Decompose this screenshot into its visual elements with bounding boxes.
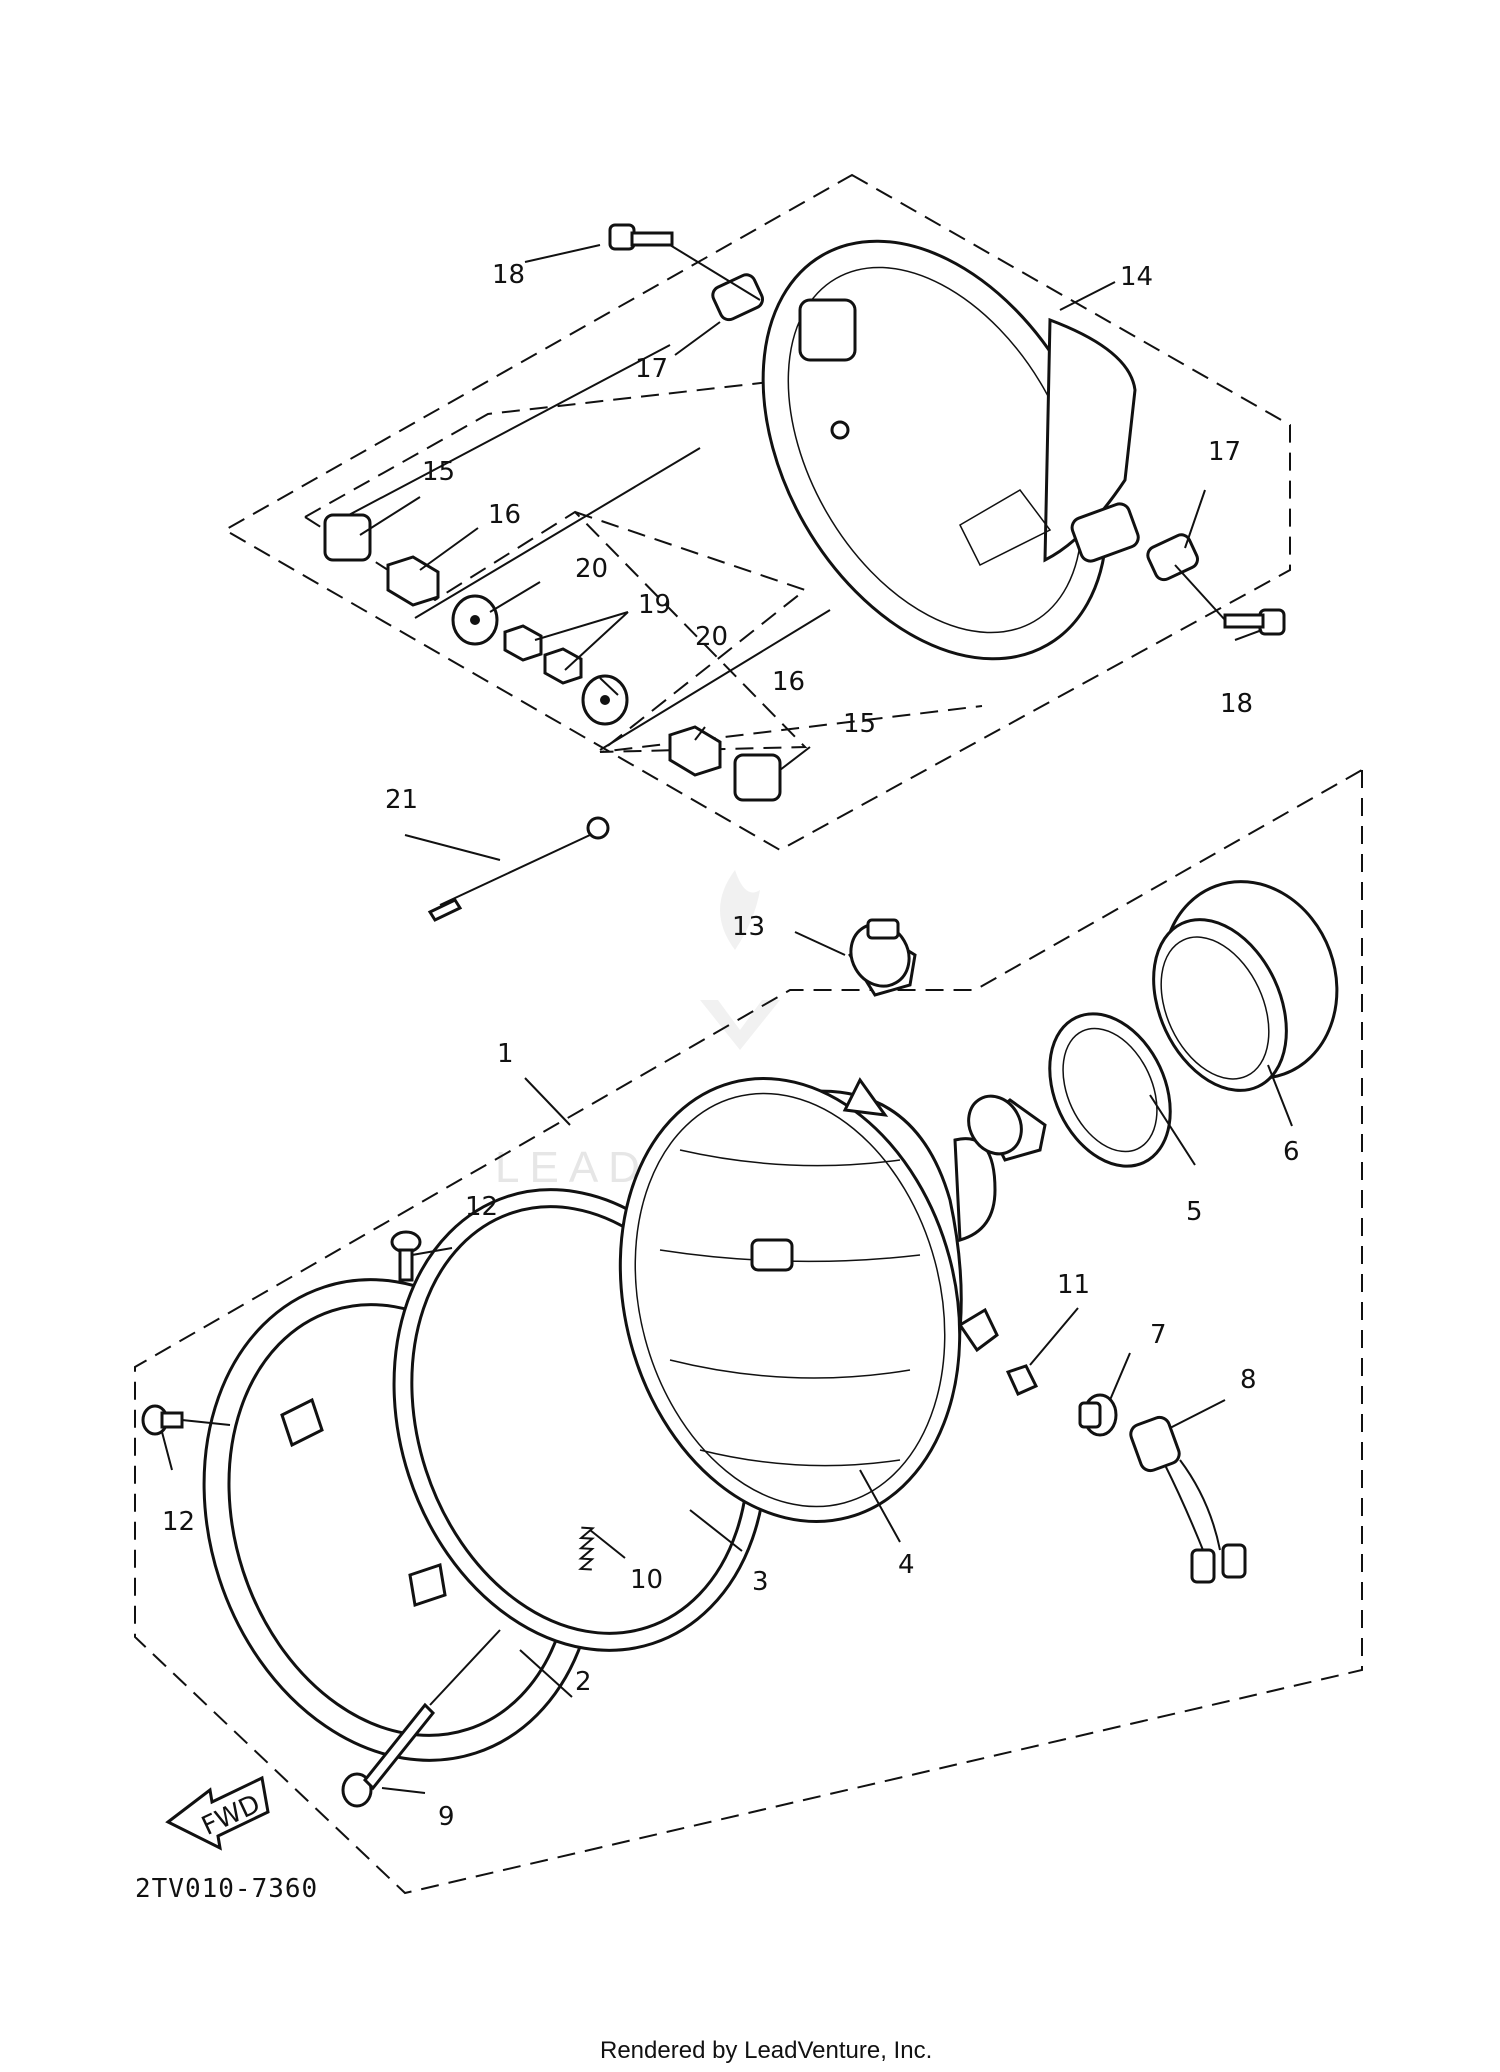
retaining-ring-5	[1048, 1012, 1172, 1168]
bulb-installed	[967, 1094, 1047, 1162]
collar-16-lower	[668, 725, 722, 777]
nut-19-a	[503, 624, 543, 662]
nut-19-b	[543, 647, 583, 685]
leader-19	[534, 611, 629, 671]
damper-15-upper	[323, 513, 372, 562]
callout-12-left: 12	[162, 1507, 195, 1537]
bulb-socket-8	[1129, 1415, 1247, 1584]
callout-18-lower: 18	[1220, 689, 1253, 719]
callout-6: 6	[1283, 1137, 1300, 1167]
callout-20-lower: 20	[695, 622, 728, 652]
screw-9-axis	[429, 1629, 501, 1706]
footer-credit: Rendered by LeadVenture, Inc.	[600, 2037, 932, 2064]
lead-wire-21	[427, 816, 610, 922]
callout-19: 19	[638, 590, 671, 620]
screw-12-top	[390, 1230, 422, 1282]
headlight-unit-boundary	[134, 769, 1363, 1895]
position-bulb-7	[1078, 1393, 1118, 1437]
callout-5: 5	[1186, 1197, 1203, 1227]
callout-8: 8	[1240, 1365, 1257, 1395]
grommet-right	[1146, 533, 1199, 582]
callout-3: 3	[752, 1567, 769, 1597]
callout-2: 2	[575, 1667, 592, 1697]
callout-4: 4	[898, 1550, 915, 1580]
callout-7: 7	[1150, 1320, 1167, 1350]
nut-11	[1005, 1364, 1039, 1396]
callout-14: 14	[1120, 262, 1153, 292]
screw-12-left-axis	[181, 1419, 231, 1426]
bulb-13	[848, 918, 917, 997]
headlight-unit-4	[618, 1077, 999, 1523]
callout-15-upper: 15	[422, 457, 455, 487]
callout-12-top: 12	[465, 1192, 498, 1222]
callout-11: 11	[1057, 1270, 1090, 1300]
bolt-lower-axis	[1174, 564, 1226, 621]
callout-10: 10	[630, 1565, 663, 1595]
callout-16-upper: 16	[488, 500, 521, 530]
callout-21: 21	[385, 785, 418, 815]
callout-20-upper: 20	[575, 554, 608, 584]
headlight-housing	[761, 239, 1140, 661]
forward-arrow	[165, 1775, 270, 1851]
damper-15-lower	[733, 753, 782, 802]
bolt-upper	[608, 223, 674, 251]
callout-17-upper: 17	[635, 354, 668, 384]
collar-16-upper	[386, 555, 440, 607]
spring-10	[578, 1526, 596, 1571]
diagram-code: 2TV010-7360	[135, 1874, 318, 1904]
watermark-logo	[700, 870, 780, 1050]
bolt-upper-axis	[669, 244, 761, 301]
dust-cover-6	[1152, 880, 1339, 1092]
callout-leaders	[161, 244, 1293, 1794]
callout-17-lower: 17	[1208, 437, 1241, 467]
bolt-lower	[1223, 608, 1286, 636]
callout-1: 1	[497, 1039, 514, 1069]
callout-15-lower: 15	[843, 709, 876, 739]
callout-13: 13	[732, 912, 765, 942]
bracket-leader-lines	[344, 344, 831, 751]
callout-18-upper: 18	[492, 260, 525, 290]
adjusting-screw-9	[341, 1702, 436, 1808]
housing-group-boundary	[222, 173, 1291, 852]
callout-9: 9	[438, 1802, 455, 1832]
callout-16-lower: 16	[772, 667, 805, 697]
screw-12-left	[141, 1404, 184, 1436]
